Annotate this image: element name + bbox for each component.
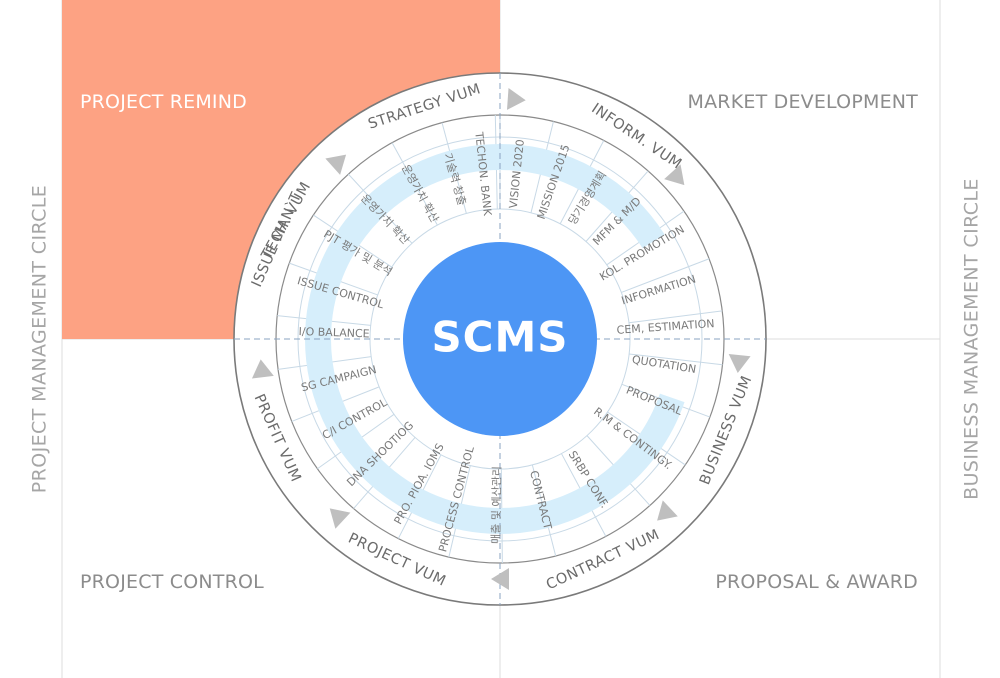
item-label[interactable]: 매출 및 예산관리 [489, 466, 503, 544]
ring-marker-arrow [728, 353, 751, 374]
ring-markers [251, 87, 751, 590]
ring-marker-arrow [329, 508, 351, 529]
wheel-spoke [628, 310, 723, 324]
ring-marker-arrow [506, 87, 526, 110]
scms-center-label: SCMS [431, 313, 568, 362]
quadrant-label-market-development[interactable]: MARKET DEVELOPMENT [688, 91, 919, 113]
wheel-spoke [629, 353, 723, 366]
ring-marker-arrow [251, 359, 274, 379]
ring-marker-arrow [664, 164, 685, 186]
ring-marker-arrow [325, 154, 347, 175]
right-side-label: BUSINESS MANAGEMENT CIRCLE [961, 178, 983, 500]
ring-marker-arrow [491, 568, 509, 590]
quadrant-label-project-control[interactable]: PROJECT CONTROL [80, 571, 264, 593]
wheel-spoke [621, 258, 710, 293]
left-side-label: PROJECT MANAGEMENT CIRCLE [29, 185, 51, 493]
scms-center-circle[interactable] [403, 242, 597, 436]
ring-marker-arrow [657, 500, 678, 521]
item-label[interactable]: I/O BALANCE [298, 325, 369, 340]
quadrant-label-proposal-award[interactable]: PROPOSAL & AWARD [715, 571, 918, 593]
quadrant-label-project-remind[interactable]: PROJECT REMIND [80, 91, 247, 113]
